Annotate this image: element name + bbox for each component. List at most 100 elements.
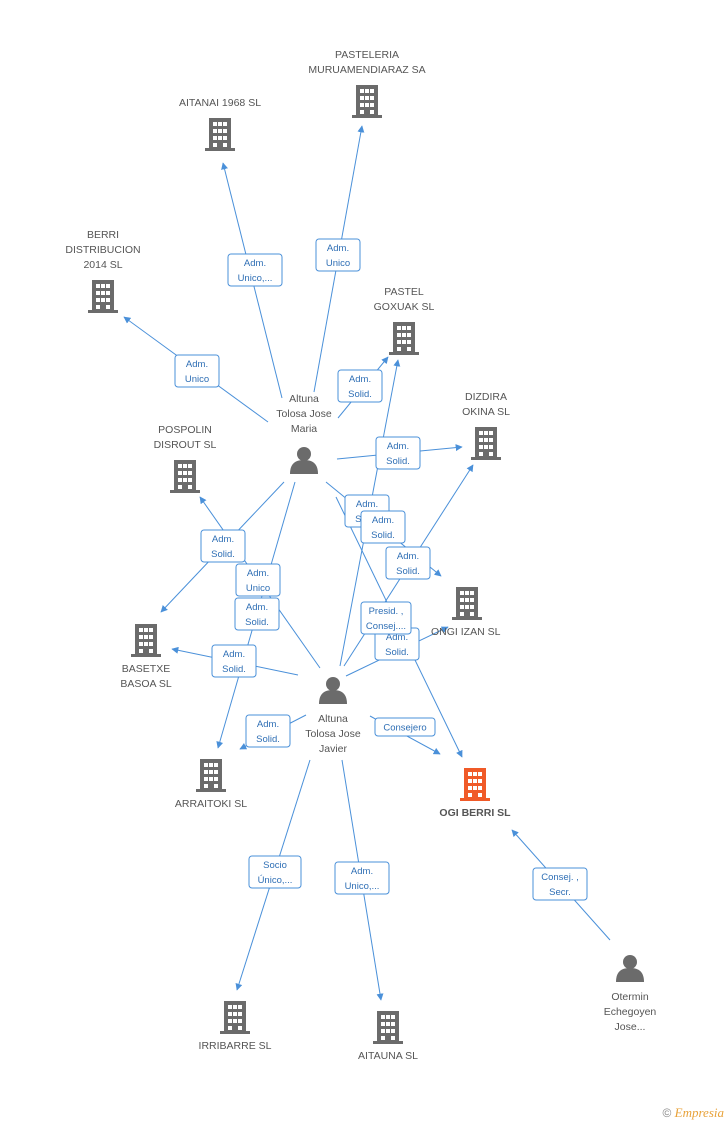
node-label: BASOA SL — [120, 678, 172, 690]
edge-label-box — [174, 354, 220, 388]
building-icon — [452, 587, 482, 620]
edge-label-text: Consejero — [383, 723, 426, 734]
edge-label-text: Unico — [326, 258, 350, 269]
edge-label-maria-aitanai[interactable]: Adm. Unico,... — [227, 253, 283, 287]
edge-label-otermin-ogi[interactable]: Consej. ,Secr. — [532, 867, 588, 901]
node-label: DISTRIBUCION — [65, 244, 140, 256]
edge-label-text: Único,... — [258, 875, 293, 886]
footer-brand[interactable]: © Empresia — [662, 1105, 724, 1121]
edge-label-text: Socio — [263, 860, 287, 871]
node-label: BASETXE — [122, 663, 170, 675]
building-icon — [170, 460, 200, 493]
person-icon — [290, 447, 318, 474]
edge-label-text: Unico,... — [238, 273, 273, 284]
node-aitauna[interactable]: AITAUNA SL — [358, 1011, 418, 1062]
edge-label-text: Adm. — [257, 719, 279, 730]
edge-label-text: Adm. — [386, 632, 408, 643]
edge-label-text: Adm. — [349, 374, 371, 385]
edge-label-javier-irribarre[interactable]: SocioÚnico,... — [248, 855, 302, 889]
node-label: Altuna — [289, 393, 319, 405]
edge-label-maria-pasteleria[interactable]: Adm. Unico — [315, 238, 361, 272]
edge-label-text: Solid. — [222, 664, 246, 675]
brand-logo-text: Empresia — [674, 1105, 724, 1120]
edge-label-javier-pospolin[interactable]: Adm.Unico — [235, 563, 281, 597]
edge-label-javier-basetxe[interactable]: Adm.Solid. — [211, 644, 257, 678]
node-label: AITANAI 1968 SL — [179, 97, 261, 109]
building-icon — [205, 118, 235, 151]
edge-label-text: Adm. — [327, 243, 349, 254]
edge-label-text: Adm. — [356, 499, 378, 510]
node-label: DIZDIRA — [465, 391, 507, 403]
edge-label-maria-pastel[interactable]: Adm. Solid. — [337, 369, 383, 403]
edge-label-text: Adm. — [372, 515, 394, 526]
edge-label-text: Solid. — [371, 530, 395, 541]
node-ogi[interactable]: OGI BERRI SL — [439, 768, 511, 819]
node-pospolin[interactable]: POSPOLIN DISROUT SL — [154, 424, 217, 493]
edge-label-text: Solid. — [386, 456, 410, 467]
edge-label-maria-ongi[interactable]: Adm. Solid. — [385, 546, 431, 580]
edge-label-text: Secr. — [549, 887, 571, 898]
edge-label-text: Adm. — [244, 258, 266, 269]
node-arraitoki[interactable]: ARRAITOKI SL — [175, 759, 247, 810]
edge-label-box — [385, 546, 431, 580]
edge-label-box — [360, 510, 406, 544]
edge-label-maria-berri[interactable]: Adm.Unico — [174, 354, 220, 388]
edge-label-text: Adm. — [212, 534, 234, 545]
node-dizdira[interactable]: DIZDIRA OKINA SL — [462, 391, 510, 460]
edge-label-maria-ogi[interactable]: Adm.Solid. — [374, 627, 420, 661]
node-label: Jose... — [615, 1021, 646, 1033]
edge-label-text: Consej.... — [366, 621, 406, 632]
copyright-symbol: © — [662, 1106, 672, 1120]
edge-label-javier-ogi[interactable]: Consejero — [374, 717, 436, 737]
building-icon — [88, 280, 118, 313]
node-label: Altuna — [318, 713, 348, 725]
edge-label-box — [334, 861, 390, 895]
edge-label-javier-dizdira[interactable]: Adm. Solid. — [360, 510, 406, 544]
edge-label-box — [315, 238, 361, 272]
building-icon — [389, 322, 419, 355]
edge-label-box — [248, 855, 302, 889]
person-icon — [319, 677, 347, 704]
edge-label-text: Adm. — [397, 551, 419, 562]
node-label: DISROUT SL — [154, 439, 217, 451]
building-icon — [471, 427, 501, 460]
edge-label-box — [245, 714, 291, 748]
edge-label-box — [360, 601, 412, 635]
edge-label-box — [532, 867, 588, 901]
edge-label-text: Unico — [246, 583, 270, 594]
edge-label-text: Solid. — [256, 734, 280, 745]
edge-label-box — [211, 644, 257, 678]
node-otermin[interactable]: OterminEchegoyenJose... — [604, 955, 657, 1033]
edge-label-maria-dizdira[interactable]: Adm.Solid. — [375, 436, 421, 470]
node-basetxe[interactable]: BASETXE BASOA SL — [120, 624, 172, 690]
node-label: Tolosa Jose — [276, 408, 332, 420]
edge-label-maria-basetxe[interactable]: Adm. Solid. — [200, 529, 246, 563]
node-irribarre[interactable]: IRRIBARRE SL — [199, 1001, 272, 1052]
edge-label-javier-arraitoki[interactable]: Adm. Solid. — [245, 714, 291, 748]
node-aitanai[interactable]: AITANAI 1968 SL — [179, 97, 261, 151]
edge-label-javier-ongi[interactable]: Presid. ,Consej.... — [360, 601, 412, 635]
node-ongi[interactable]: ONGI IZAN SL — [431, 587, 501, 638]
node-label: Tolosa Jose — [305, 728, 361, 740]
edge-label-text: Solid. — [396, 566, 420, 577]
node-label: Maria — [291, 423, 317, 435]
edge-label-box — [374, 717, 436, 737]
edge-label-text: Adm. — [246, 602, 268, 613]
edge-label-text: Solid. — [211, 549, 235, 560]
edge-label-text: Solid. — [245, 617, 269, 628]
node-label: POSPOLIN — [158, 424, 212, 436]
node-label: GOXUAK SL — [374, 301, 435, 313]
node-label: OKINA SL — [462, 406, 510, 418]
edge-label-box — [200, 529, 246, 563]
node-label: BERRI — [87, 229, 119, 241]
building-icon — [373, 1011, 403, 1044]
edge-label-text: Solid. — [348, 389, 372, 400]
edge-label-javier-aitauna[interactable]: Adm.Unico,... — [334, 861, 390, 895]
edge-label-maria-arraitoki[interactable]: Adm. Solid. — [234, 597, 280, 631]
